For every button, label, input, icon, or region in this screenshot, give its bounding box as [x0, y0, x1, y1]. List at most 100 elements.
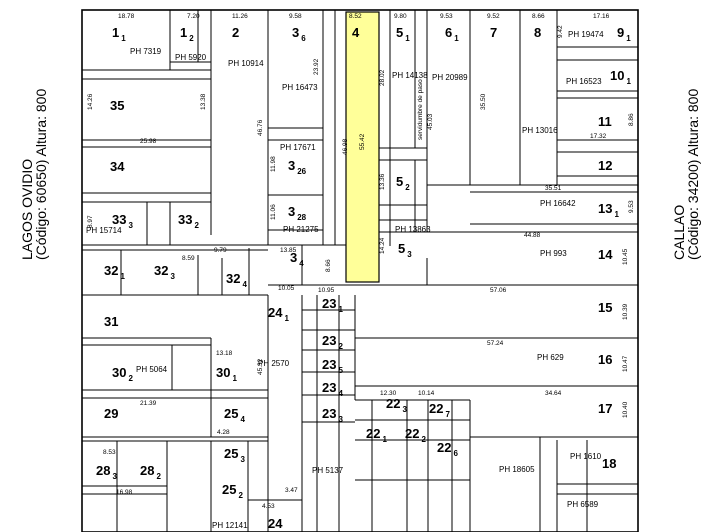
dimension-label: 11.26: [232, 13, 248, 20]
dimension-label: 4.28: [217, 429, 230, 436]
lot-number-14[interactable]: 14: [598, 247, 613, 262]
dimension-label: 9.58: [289, 13, 302, 20]
dimension-label: 14.26: [87, 93, 94, 110]
ph-label-ph16523: PH 16523: [566, 77, 602, 86]
ph-label-ph14138: PH 14138: [392, 71, 428, 80]
ph-label-ph10914: PH 10914: [228, 59, 264, 68]
dimension-label: 10.45: [622, 248, 629, 265]
lot-number-31[interactable]: 31: [104, 314, 118, 329]
dimension-label: 7.20: [187, 13, 200, 20]
lot-number-29[interactable]: 29: [104, 406, 118, 421]
dimension-label: 55.42: [359, 133, 366, 150]
dimension-label: 12.30: [380, 390, 397, 397]
ph-label-ph1610: PH 1610: [570, 452, 602, 461]
ph-label-ph12141: PH 12141: [212, 521, 248, 530]
dimension-label: 9.52: [487, 13, 500, 20]
dimension-label: 23.92: [313, 58, 320, 75]
dimension-label: 28.02: [379, 69, 386, 86]
dimension-label: 10.14: [418, 390, 435, 397]
lot-number-18[interactable]: 18: [602, 456, 616, 471]
lot-number-8[interactable]: 8: [534, 25, 541, 40]
dimension-label: 8.66: [325, 259, 332, 272]
street-name: LAGOS OVIDIO: [19, 158, 35, 260]
dimension-label: 4.53: [262, 503, 275, 510]
dimension-label: 8.52: [349, 13, 362, 20]
dimension-label: 10.39: [622, 303, 629, 320]
dimension-label: 46.76: [257, 119, 264, 136]
ph-label-ph16473: PH 16473: [282, 83, 318, 92]
ph-label-ph13016: PH 13016: [522, 126, 558, 135]
dimension-label: 14.24: [379, 237, 386, 254]
dimension-label: 13.36: [379, 173, 386, 190]
lot-number-12[interactable]: 12: [598, 158, 612, 173]
dimension-label: 8.86: [628, 113, 635, 126]
lot-number-34[interactable]: 34: [110, 159, 125, 174]
ph-label-ph19474: PH 19474: [568, 30, 604, 39]
lot-number-35[interactable]: 35: [110, 98, 124, 113]
dimension-label: 57.24: [487, 340, 504, 347]
street-label-callao: CALLAO (Código: 34200) Altura: 800: [671, 89, 701, 260]
ph-label-ph629: PH 629: [537, 353, 564, 362]
dimension-label: 9.53: [440, 13, 453, 20]
lot-number-17[interactable]: 17: [598, 401, 612, 416]
dimension-label: 35.50: [480, 93, 487, 110]
lot-number-2[interactable]: 2: [232, 25, 239, 40]
lot-number-15[interactable]: 15: [598, 300, 612, 315]
lot-number-11[interactable]: 11: [598, 114, 612, 129]
street-name: CALLAO: [671, 204, 687, 260]
ph-label-ph7319: PH 7319: [130, 47, 162, 56]
lot-number-16[interactable]: 16: [598, 352, 612, 367]
lot-number-24b[interactable]: 24: [268, 516, 283, 531]
block-outline: [81, 9, 639, 532]
dimension-label: 45.03: [427, 113, 434, 130]
ph-label-ph20989: PH 20989: [432, 73, 468, 82]
lot-number-7[interactable]: 7: [490, 25, 497, 40]
ph-label-ph993: PH 993: [540, 249, 567, 258]
ph-label-ph5064: PH 5064: [136, 365, 168, 374]
ph-label-ph21275: PH 21275: [283, 225, 319, 234]
parcel-4-highlight[interactable]: [345, 11, 380, 283]
lot-number-4[interactable]: 4: [352, 25, 360, 40]
dimension-label: 13.38: [200, 93, 207, 110]
dimension-label: 8.97: [87, 215, 94, 228]
dimension-label: 8.59: [182, 255, 195, 262]
dimension-label: 17.16: [593, 13, 610, 20]
dimension-label: 21.39: [140, 400, 157, 407]
dimension-label: 11.06: [270, 204, 277, 220]
ph-label-ph6589: PH 6589: [567, 500, 599, 509]
dimension-label: 25.98: [140, 138, 157, 145]
ph-label-ph18605: PH 18605: [499, 465, 535, 474]
